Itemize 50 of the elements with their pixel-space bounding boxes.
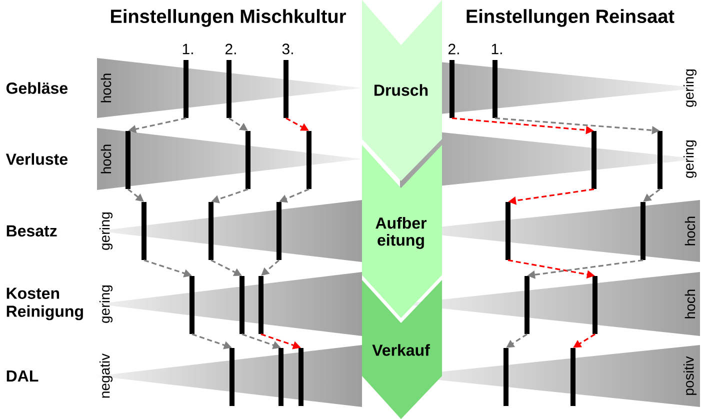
bar — [258, 276, 264, 334]
setting-number: 1. — [182, 44, 193, 54]
bar — [240, 276, 244, 334]
bar — [506, 202, 510, 260]
row-label: Besatz — [6, 225, 57, 237]
bar — [142, 202, 146, 260]
stage-band: Drusch — [362, 0, 442, 181]
scale-label: hoch — [684, 216, 696, 246]
bar — [492, 60, 498, 118]
setting-number: 2. — [226, 44, 236, 54]
setting-number: 2. — [448, 44, 459, 54]
bar — [592, 131, 596, 189]
setting-number: 1. — [492, 44, 502, 54]
scale-label: gering — [683, 69, 697, 107]
scale-label: hoch — [684, 290, 696, 318]
row-label: Kosten Reinigung — [6, 288, 83, 320]
row-label: Verluste — [6, 153, 68, 165]
bar — [208, 202, 214, 260]
bar — [276, 202, 282, 260]
scale-label: negativ — [99, 353, 113, 398]
bar — [592, 276, 598, 334]
setting-number: 3. — [282, 44, 293, 54]
scale-label: hoch — [100, 74, 112, 102]
column-heading: Einstellungen Reinsaat — [466, 9, 674, 27]
bar — [230, 348, 234, 406]
row-label: DAL — [6, 370, 38, 382]
bar — [246, 131, 250, 189]
bar — [190, 276, 194, 334]
bar — [524, 276, 530, 334]
bar — [450, 60, 454, 118]
bar — [184, 60, 188, 118]
stage-band: Aufber eitung — [362, 145, 442, 318]
scale-label: gering — [683, 140, 697, 178]
bar — [306, 131, 312, 189]
bar — [284, 60, 288, 118]
column-heading: Einstellungen Mischkultur — [111, 9, 346, 27]
scale-label: gering — [99, 285, 113, 323]
stage-band: Verkauf — [362, 280, 442, 419]
bar — [658, 131, 662, 189]
bar — [278, 348, 284, 406]
bar — [126, 131, 130, 189]
bar — [570, 348, 576, 406]
scale-label: hoch — [100, 144, 112, 174]
bar — [298, 348, 304, 406]
scale-label: positiv — [683, 356, 697, 395]
scale-label: gering — [99, 212, 113, 250]
bar — [504, 348, 508, 406]
bar — [226, 60, 232, 118]
row-label: Gebläse — [6, 82, 68, 94]
bar — [640, 202, 646, 260]
